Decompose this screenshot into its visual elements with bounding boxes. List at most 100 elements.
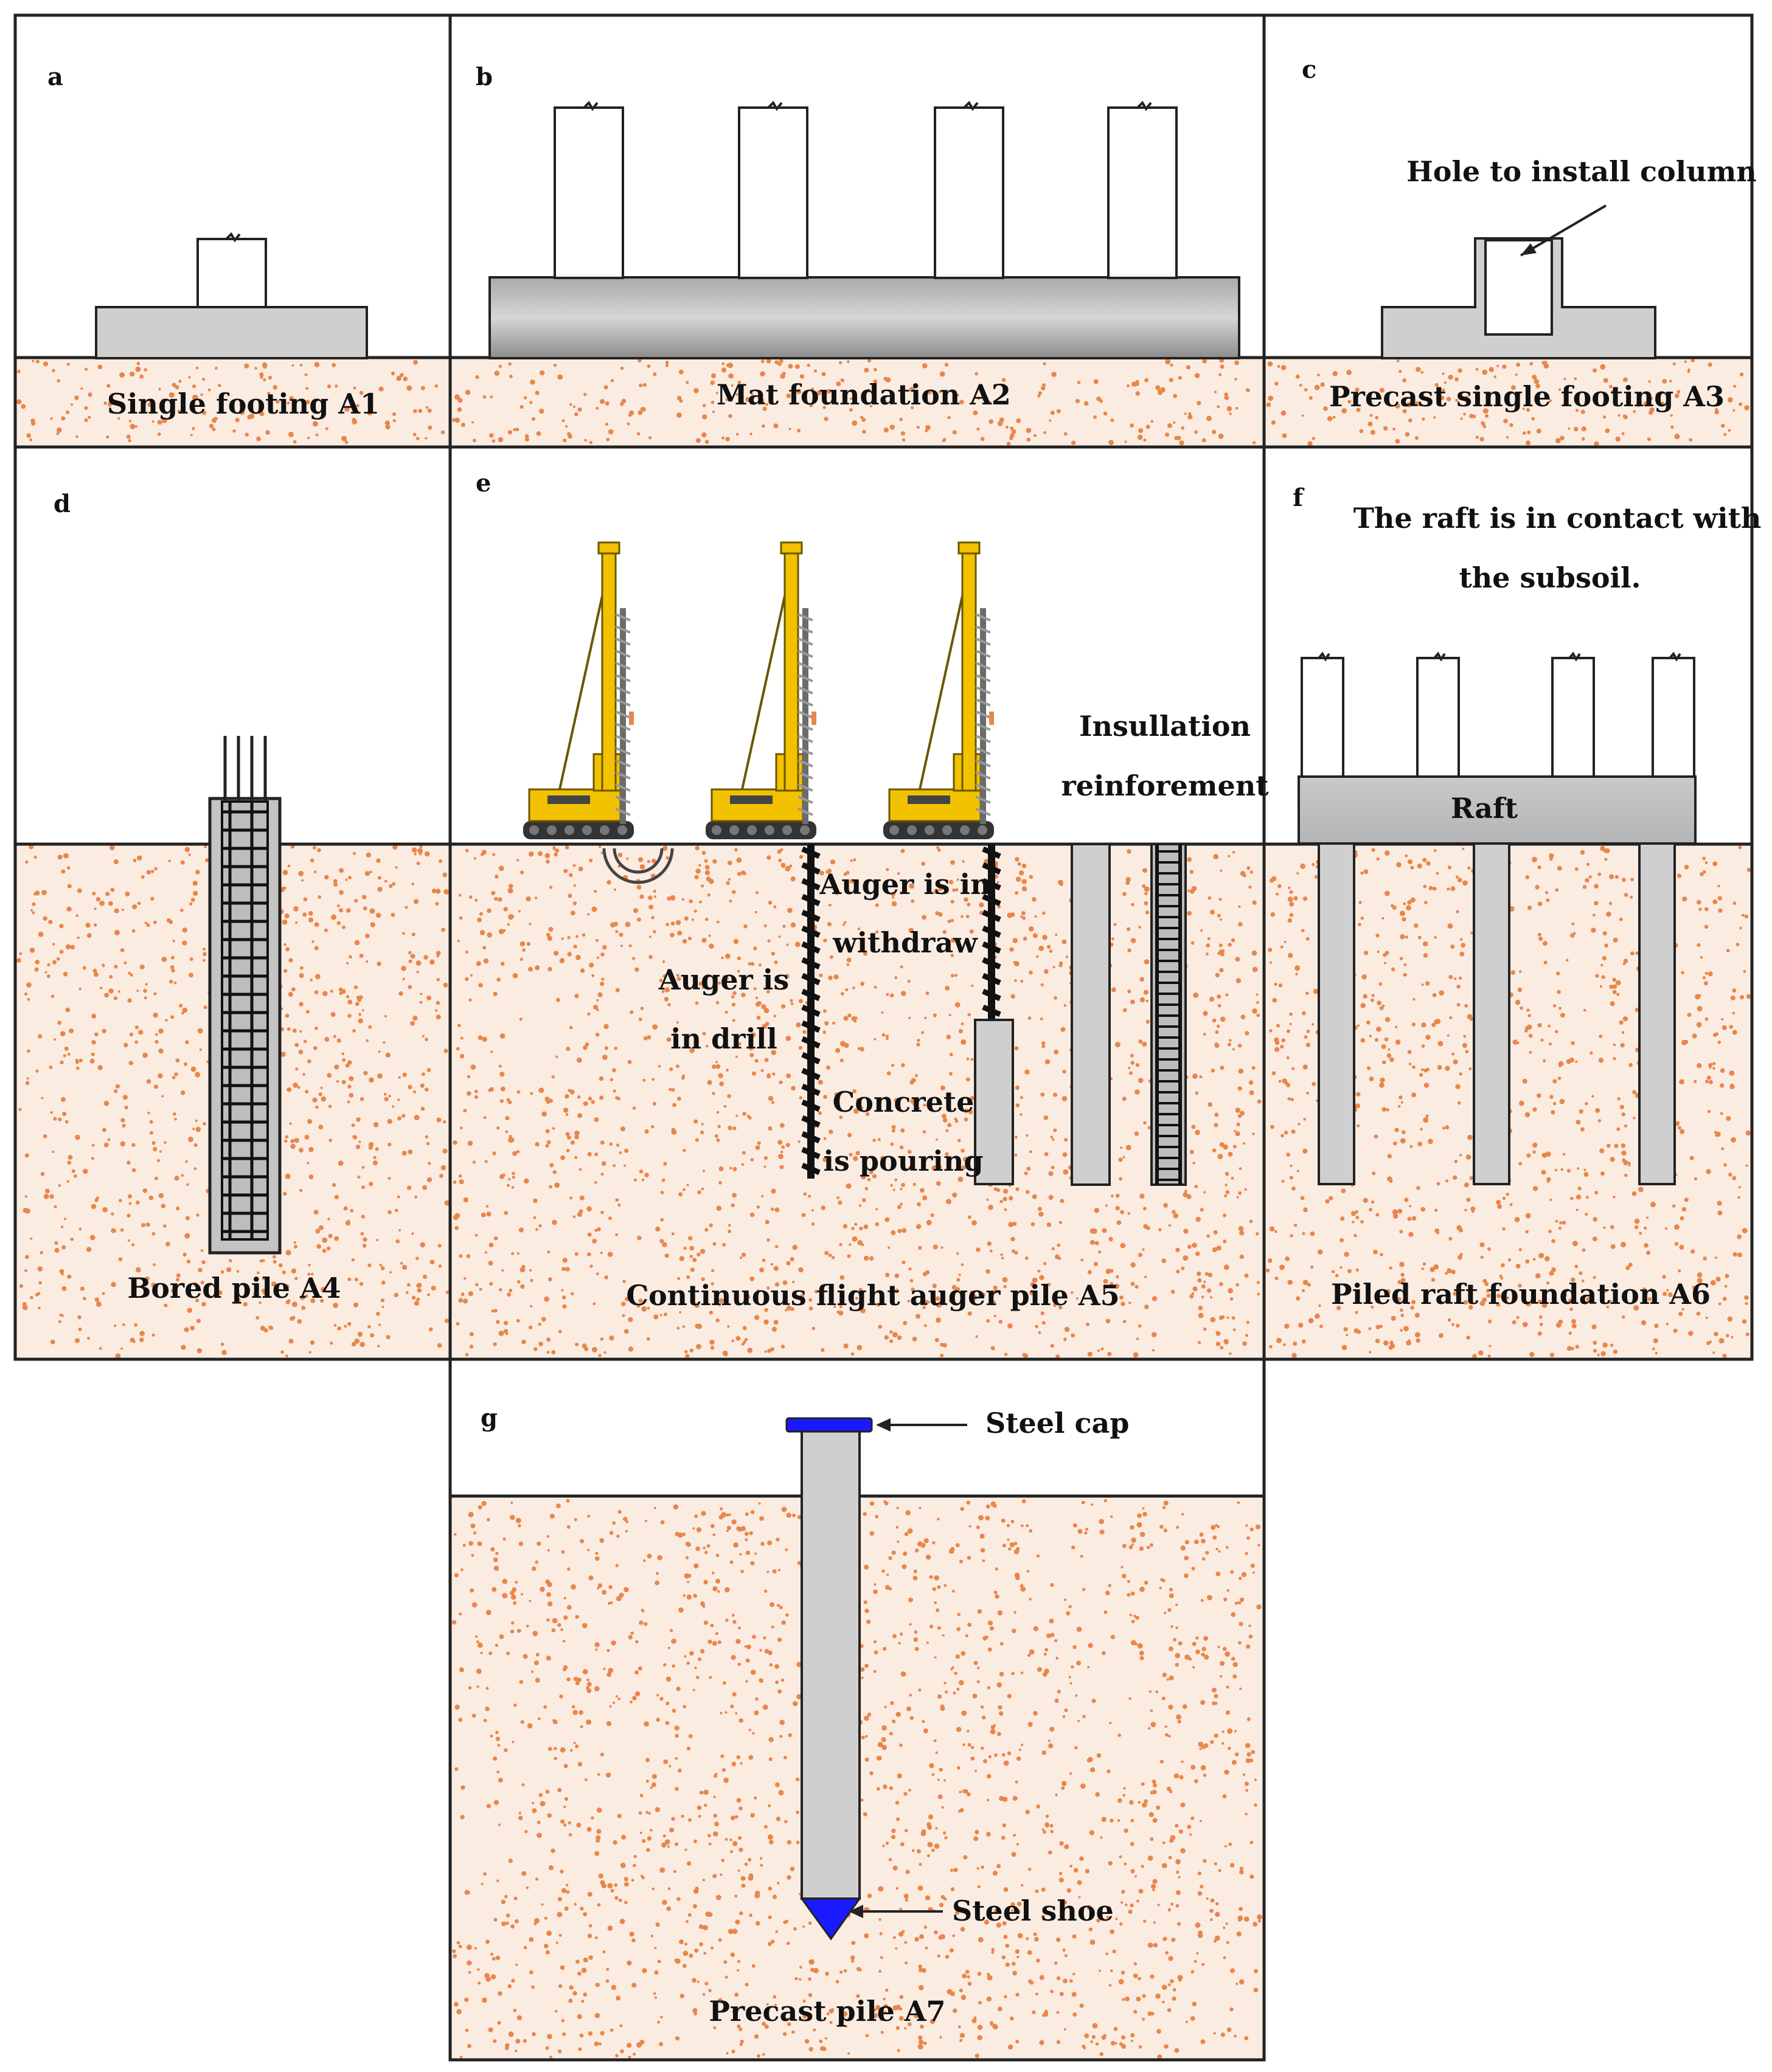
- soil-dot: [1041, 1044, 1046, 1048]
- soil-dot: [1214, 1042, 1218, 1046]
- soil-dot: [610, 379, 614, 383]
- soil-dot: [1741, 913, 1745, 917]
- soil-dot: [85, 923, 91, 928]
- soil-dot: [925, 1946, 928, 1950]
- soil-dot: [640, 407, 644, 411]
- soil-dot: [1579, 1109, 1583, 1114]
- soil-dot: [1557, 865, 1562, 871]
- soil-dot: [330, 989, 333, 993]
- soil-dot: [1043, 2011, 1049, 2017]
- soil-dot: [1515, 999, 1521, 1005]
- soil-dot: [940, 1894, 945, 1899]
- soil-dot: [291, 1301, 297, 1308]
- soil-dot: [920, 1831, 926, 1837]
- soil-dot: [771, 1050, 776, 1055]
- soil-dot: [573, 884, 576, 887]
- soil-dot: [1257, 1099, 1262, 1104]
- soil-dot: [884, 1335, 889, 1340]
- soil-dot: [1042, 383, 1046, 387]
- soil-dot: [173, 982, 177, 985]
- soil-dot: [158, 1028, 164, 1034]
- soil-dot: [1082, 1714, 1086, 1719]
- soil-dot: [470, 1523, 476, 1528]
- soil-dot: [1451, 1052, 1455, 1056]
- soil-dot: [1168, 1956, 1173, 1961]
- soil-dot: [1355, 1268, 1359, 1272]
- soil-dot: [92, 968, 97, 973]
- soil-dot: [1194, 1539, 1199, 1545]
- soil-dot: [664, 1253, 669, 1258]
- soil-dot: [785, 1548, 788, 1551]
- soil-dot: [916, 425, 920, 429]
- soil-dot: [750, 1510, 755, 1514]
- soil-dot: [1177, 1922, 1181, 1926]
- soil-dot: [829, 903, 832, 907]
- soil-dot: [1577, 1187, 1582, 1191]
- soil-dot: [714, 1821, 719, 1827]
- soil-dot: [712, 1242, 717, 1246]
- soil-dot: [1381, 1060, 1386, 1065]
- soil-dot: [1252, 966, 1258, 972]
- soil-dot: [151, 870, 155, 873]
- soil-dot: [1612, 977, 1616, 982]
- soil-dot: [333, 879, 338, 884]
- soil-dot: [958, 1029, 963, 1034]
- soil-dot: [707, 893, 711, 897]
- soil-dot: [777, 850, 782, 854]
- soil-dot: [1213, 854, 1219, 859]
- soil-dot: [875, 1208, 878, 1211]
- soil-dot: [849, 408, 853, 412]
- soil-dot: [346, 962, 349, 965]
- soil-dot: [1034, 434, 1037, 437]
- soil-dot: [1549, 1270, 1554, 1276]
- soil-dot: [1207, 1272, 1213, 1278]
- soil-dot: [1583, 1168, 1586, 1171]
- soil-dot: [1218, 1869, 1221, 1873]
- soil-dot: [1180, 1545, 1186, 1551]
- soil-dot: [1245, 1334, 1249, 1337]
- soil-dot: [1571, 1323, 1577, 1329]
- soil-dot: [501, 1921, 506, 1927]
- soil-dot: [538, 851, 543, 856]
- soil-dot: [1556, 971, 1560, 975]
- soil-dot: [41, 1097, 44, 1100]
- soil-dot: [971, 984, 974, 987]
- soil-dot: [580, 1725, 583, 1728]
- soil-dot: [1000, 1253, 1003, 1256]
- soil-dot: [878, 1325, 883, 1329]
- soil-dot: [1214, 1694, 1218, 1699]
- soil-dot: [653, 895, 657, 898]
- soil-dot: [512, 1151, 517, 1156]
- soil-dot: [1148, 1812, 1155, 1817]
- soil-dot: [986, 1774, 992, 1779]
- soil-dot: [183, 1062, 187, 1066]
- soil-dot: [133, 859, 137, 862]
- soil-dot: [1251, 1750, 1256, 1755]
- soil-dot: [608, 1602, 611, 1605]
- soil-dot: [1459, 976, 1462, 980]
- soil-dot: [1423, 1069, 1428, 1073]
- soil-dot: [1360, 871, 1364, 875]
- soil-dot: [701, 851, 706, 855]
- soil-dot: [1375, 415, 1379, 420]
- soil-dot: [572, 901, 577, 906]
- soil-dot: [218, 408, 221, 411]
- soil-dot: [1232, 851, 1235, 854]
- soil-dot: [1015, 2040, 1020, 2044]
- soil-dot: [798, 1045, 802, 1050]
- soil-dot: [1415, 1332, 1420, 1338]
- soil-dot: [561, 419, 565, 423]
- soil-dot: [939, 1767, 943, 1772]
- soil-dot: [1381, 916, 1385, 920]
- soil-dot: [615, 1233, 618, 1236]
- soil-dot: [945, 1129, 949, 1132]
- soil-dot: [196, 1348, 203, 1354]
- soil-dot: [1037, 394, 1041, 398]
- soil-dot: [1527, 1014, 1531, 1017]
- soil-dot: [910, 1098, 916, 1104]
- soil-dot: [600, 1252, 603, 1255]
- soil-dot: [897, 1205, 902, 1210]
- soil-dot: [546, 1337, 551, 1342]
- soil-dot: [1541, 1152, 1548, 1158]
- soil-dot: [381, 1305, 384, 1308]
